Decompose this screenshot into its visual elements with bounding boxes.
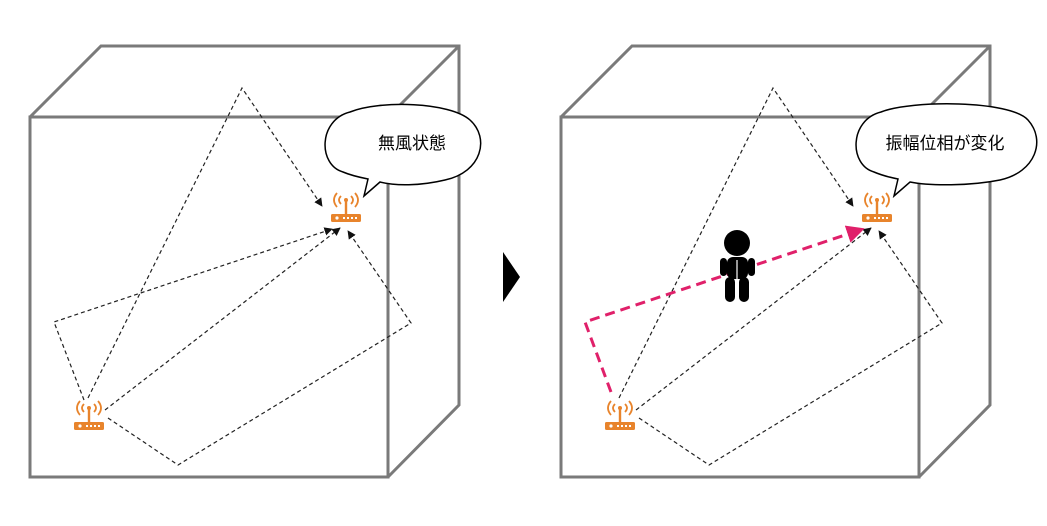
speech-bubble: 無風状態 bbox=[324, 103, 482, 199]
panel-before: 無風状態 bbox=[28, 44, 482, 479]
wifi-router-icon bbox=[861, 192, 893, 223]
play-arrow-icon bbox=[503, 252, 520, 302]
ceiling-reflection-path bbox=[87, 86, 323, 399]
person-silhouette-icon bbox=[720, 230, 755, 302]
direct-path bbox=[635, 227, 872, 411]
left-wall-reflection-path bbox=[53, 227, 333, 401]
panel-after: 振幅位相が変化 bbox=[559, 44, 1038, 479]
speech-bubble: 振幅位相が変化 bbox=[855, 103, 1038, 199]
wifi-router-icon bbox=[330, 192, 362, 223]
speech-bubble-text: 振幅位相が変化 bbox=[886, 134, 1005, 154]
blocked-signal-path bbox=[583, 225, 865, 393]
floor-reflection-path bbox=[107, 230, 412, 466]
wifi-router-icon bbox=[604, 400, 636, 431]
wifi-router-icon bbox=[73, 400, 105, 431]
speech-bubble-text: 無風状態 bbox=[378, 134, 446, 154]
direct-path bbox=[104, 227, 341, 411]
signal-paths bbox=[53, 86, 412, 466]
floor-reflection-path bbox=[638, 230, 943, 466]
